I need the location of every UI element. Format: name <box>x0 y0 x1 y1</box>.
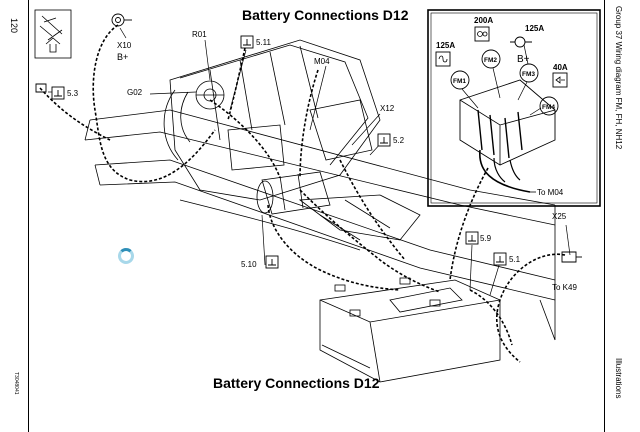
chassis-frame <box>84 109 556 341</box>
inset-amp-200: 200A <box>474 16 493 25</box>
left-margin-line <box>28 0 29 432</box>
battery-pack <box>319 277 501 383</box>
label-bplus: B+ <box>117 52 128 62</box>
label-x25: X25 <box>552 212 567 221</box>
label-gnd-510: 5.10 <box>241 260 257 269</box>
label-x10: X10 <box>117 41 132 50</box>
label-gnd-51: 5.1 <box>509 255 521 264</box>
label-m04: M04 <box>314 57 330 66</box>
inset-labels: 125A 200A 125A 40A B+ FM1 FM2 FM3 FM4 To… <box>436 16 568 197</box>
right-margin-line <box>604 0 605 432</box>
left-connector <box>35 83 47 93</box>
inset-amp-40: 40A <box>553 63 568 72</box>
label-g02: G02 <box>127 88 143 97</box>
inset-fm3: FM3 <box>522 71 535 78</box>
ground-symbols <box>51 35 507 269</box>
inset-bplus: B+ <box>517 54 530 65</box>
fuse-inset <box>427 9 601 207</box>
label-gnd-59: 5.9 <box>480 234 492 243</box>
component-labels: X10 B+ R01 G02 M04 X12 X25 To K49 5.11 5… <box>67 30 577 292</box>
inset-fm1: FM1 <box>453 78 466 85</box>
label-gnd-53: 5.3 <box>67 89 79 98</box>
inset-amp-125-left: 125A <box>436 41 455 50</box>
inset-fm2: FM2 <box>484 57 497 64</box>
alternator <box>195 80 225 110</box>
label-x12: X12 <box>380 104 395 113</box>
label-gnd-511: 5.11 <box>256 38 272 47</box>
loading-spinner-icon <box>118 248 134 264</box>
x10-connector <box>111 13 132 27</box>
leader-lines <box>48 27 571 296</box>
label-r01: R01 <box>192 30 207 39</box>
x25-connector <box>561 251 582 263</box>
orientation-symbol <box>34 9 72 59</box>
diagram-title-top: Battery Connections D12 <box>242 7 409 23</box>
inset-fm4: FM4 <box>542 104 555 111</box>
label-gnd-52: 5.2 <box>393 136 405 145</box>
wiring-harness <box>39 24 566 363</box>
diagram-title-bottom: Battery Connections D12 <box>213 375 380 391</box>
inset-to-m04: To M04 <box>537 188 564 197</box>
label-to-k49: To K49 <box>552 283 577 292</box>
inset-amp-125-right: 125A <box>525 24 544 33</box>
